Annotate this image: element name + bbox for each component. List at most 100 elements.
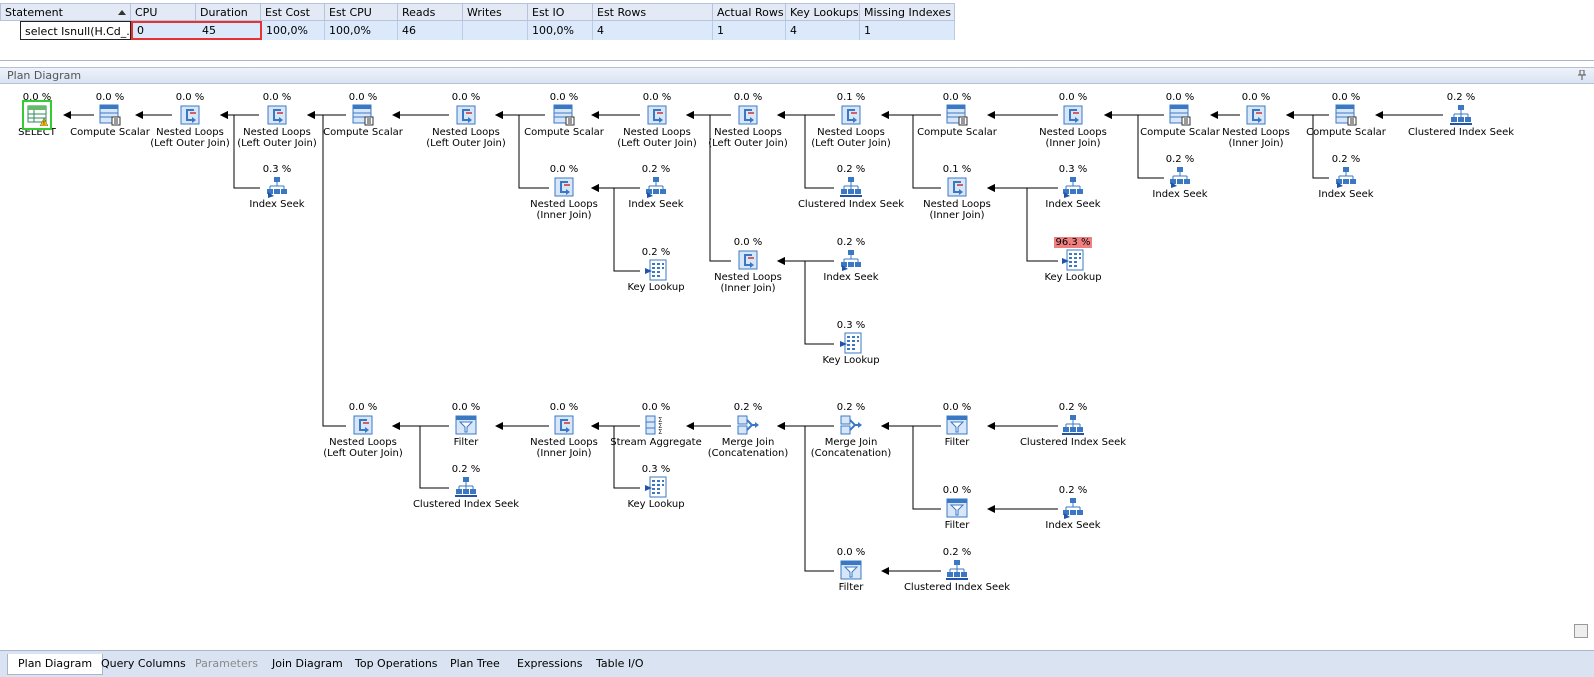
plan-node-filter[interactable]: 0.0 %Filter	[406, 402, 526, 448]
node-label: Index Seek	[628, 199, 684, 210]
tab-expressions[interactable]: Expressions	[517, 657, 583, 670]
node-label: Nested Loops	[817, 127, 885, 138]
plan-node-nested-loops[interactable]: 0.0 %Nested Loops(Left Outer Join)	[130, 92, 250, 149]
node-label: Index Seek	[1045, 199, 1101, 210]
cell-statement[interactable]: select Isnull(H.Cd_...	[20, 21, 131, 40]
col-header-actual-rows[interactable]: Actual Rows	[713, 3, 786, 21]
col-header-est-io-cost[interactable]: Est IO Cost	[528, 3, 593, 37]
plan-node-nested-loops[interactable]: 0.0 %Nested Loops(Left Outer Join)	[406, 92, 526, 149]
col-header-writes[interactable]: Writes	[463, 3, 528, 21]
plan-node-index-seek[interactable]: 0.2 %Index Seek	[1013, 485, 1133, 531]
pin-icon[interactable]	[1578, 70, 1586, 80]
tab-plan-diagram[interactable]: Plan Diagram	[7, 654, 104, 675]
plan-node-key-lookup[interactable]: 96.3 %Key Lookup	[1013, 237, 1133, 283]
col-header-est-cpu-cost[interactable]: Est CPU Cost	[325, 3, 398, 37]
plan-node-nested-loops[interactable]: 0.0 %Nested Loops(Inner Join)	[504, 402, 624, 459]
plan-node-merge-join[interactable]: 0.2 %Merge Join(Concatenation)	[791, 402, 911, 459]
plan-node-nested-loops[interactable]: 0.1 %Nested Loops(Left Outer Join)	[791, 92, 911, 149]
plan-node-compute-scalar[interactable]: 0.0 %Compute Scalar	[303, 92, 423, 138]
node-sublabel: (Left Outer Join)	[323, 448, 403, 459]
tab-top-operations[interactable]: Top Operations	[355, 657, 438, 670]
plan-node-nested-loops[interactable]: 0.0 %Nested Loops(Left Outer Join)	[217, 92, 337, 149]
cell-key-lookups[interactable]: 4	[786, 21, 860, 40]
plan-node-index-seek[interactable]: 0.2 %Index Seek	[791, 237, 911, 283]
plan-node-nested-loops[interactable]: 0.0 %Nested Loops(Inner Join)	[504, 164, 624, 221]
col-header-duration[interactable]: Duration	[196, 3, 261, 21]
node-label: Nested Loops	[530, 437, 598, 448]
tab-parameters[interactable]: Parameters	[195, 657, 258, 670]
node-sublabel: (Inner Join)	[929, 210, 985, 221]
plan-node-index-seek[interactable]: 0.2 %Index Seek	[1286, 154, 1406, 200]
plan-node-clustered-index-seek[interactable]: 0.2 %Clustered Index Seek	[791, 164, 911, 210]
cell-missing-indexes[interactable]: 1	[860, 21, 955, 40]
plan-node-key-lookup[interactable]: 0.2 %Key Lookup	[596, 247, 716, 293]
node-cost-percent: 0.0 %	[451, 92, 481, 103]
col-header-key-lookups[interactable]: Key Lookups	[786, 3, 860, 21]
cell-est-cost[interactable]: 100,0%	[262, 21, 325, 40]
plan-node-filter[interactable]: 0.0 %Filter	[897, 402, 1017, 448]
node-label: Nested Loops	[243, 127, 311, 138]
plan-node-nested-loops[interactable]: 0.0 %Nested Loops(Left Outer Join)	[597, 92, 717, 149]
col-header-missing-indexes[interactable]: Missing Indexes	[860, 3, 955, 21]
tab-join-diagram[interactable]: Join Diagram	[272, 657, 343, 670]
plan-node-select[interactable]: 0.0 %!SELECT	[0, 92, 97, 138]
cell-cpu[interactable]: 0	[137, 24, 144, 37]
node-cost-percent: 0.0 %	[348, 92, 378, 103]
plan-node-clustered-index-seek[interactable]: 0.2 %Clustered Index Seek	[1401, 92, 1521, 138]
node-cost-percent: 0.2 %	[836, 237, 866, 248]
index-seek-icon	[1169, 166, 1191, 188]
plan-node-index-seek[interactable]: 0.3 %Index Seek	[1013, 164, 1133, 210]
col-header-est-cost[interactable]: Est Cost	[261, 3, 325, 21]
cell-cpu-duration-highlight[interactable]	[131, 21, 262, 40]
node-sublabel: (Inner Join)	[1045, 138, 1101, 149]
col-header-est-rows[interactable]: Est Rows	[593, 3, 713, 21]
col-header-statement[interactable]: Statement	[0, 3, 131, 21]
col-header-reads[interactable]: Reads	[398, 3, 463, 21]
cell-writes[interactable]	[463, 21, 528, 40]
node-cost-percent: 0.0 %	[549, 164, 579, 175]
node-cost-percent: 0.0 %	[1331, 92, 1361, 103]
plan-node-index-seek[interactable]: 0.2 %Index Seek	[596, 164, 716, 210]
plan-node-merge-join[interactable]: 0.2 %Merge Join(Concatenation)	[688, 402, 808, 459]
node-cost-percent: 0.0 %	[942, 92, 972, 103]
cell-est-io-cost[interactable]: 100,0%	[528, 21, 593, 40]
plan-node-compute-scalar[interactable]: 0.0 %Compute Scalar	[897, 92, 1017, 138]
cell-reads[interactable]: 46	[398, 21, 463, 40]
plan-node-key-lookup[interactable]: 0.3 %Key Lookup	[791, 320, 911, 366]
plan-node-compute-scalar[interactable]: 0.0 %Compute Scalar	[50, 92, 170, 138]
col-header-cpu[interactable]: CPU	[131, 3, 196, 21]
cell-duration[interactable]: 45	[202, 24, 216, 37]
plan-node-index-seek[interactable]: 0.3 %Index Seek	[217, 164, 337, 210]
plan-node-nested-loops[interactable]: 0.0 %Nested Loops(Inner Join)	[1196, 92, 1316, 149]
plan-node-compute-scalar[interactable]: 0.0 %Compute Scalar	[1120, 92, 1240, 138]
node-cost-percent: 0.2 %	[733, 402, 763, 413]
node-label: Index Seek	[1318, 189, 1374, 200]
tab-table-io[interactable]: Table I/O	[596, 657, 644, 670]
plan-node-compute-scalar[interactable]: 0.0 %Compute Scalar	[1286, 92, 1406, 138]
plan-node-nested-loops[interactable]: 0.0 %Nested Loops(Inner Join)	[1013, 92, 1133, 149]
plan-node-compute-scalar[interactable]: 0.0 %Compute Scalar	[504, 92, 624, 138]
tab-plan-tree[interactable]: Plan Tree	[450, 657, 500, 670]
plan-node-nested-loops[interactable]: 0.0 %Nested Loops(Inner Join)	[688, 237, 808, 294]
node-label: Index Seek	[1152, 189, 1208, 200]
node-sublabel: (Left Outer Join)	[426, 138, 506, 149]
plan-node-clustered-index-seek[interactable]: 0.2 %Clustered Index Seek	[1013, 402, 1133, 448]
plan-node-nested-loops[interactable]: 0.1 %Nested Loops(Inner Join)	[897, 164, 1017, 221]
cell-est-cpu-cost[interactable]: 100,0%	[325, 21, 398, 40]
plan-node-filter[interactable]: 0.0 %Filter	[791, 547, 911, 593]
cell-actual-rows[interactable]: 1	[713, 21, 786, 40]
resize-corner[interactable]	[1574, 624, 1588, 638]
plan-node-nested-loops[interactable]: 0.0 %Nested Loops(Left Outer Join)	[688, 92, 808, 149]
plan-node-filter[interactable]: 0.0 %Filter	[897, 485, 1017, 531]
plan-node-index-seek[interactable]: 0.2 % Index Seek	[1120, 154, 1240, 200]
tab-query-columns[interactable]: Query Columns	[101, 657, 186, 670]
plan-node-key-lookup[interactable]: 0.3 %Key Lookup	[596, 464, 716, 510]
node-cost-percent: 0.2 %	[1165, 154, 1195, 165]
plan-node-nested-loops[interactable]: 0.0 %Nested Loops(Left Outer Join)	[303, 402, 423, 459]
plan-node-clustered-index-seek[interactable]: 0.2 %Clustered Index Seek	[406, 464, 526, 510]
cell-est-rows[interactable]: 4	[593, 21, 713, 40]
plan-node-clustered-index-seek[interactable]: 0.2 %Clustered Index Seek	[897, 547, 1017, 593]
node-sublabel: (Inner Join)	[720, 283, 776, 294]
